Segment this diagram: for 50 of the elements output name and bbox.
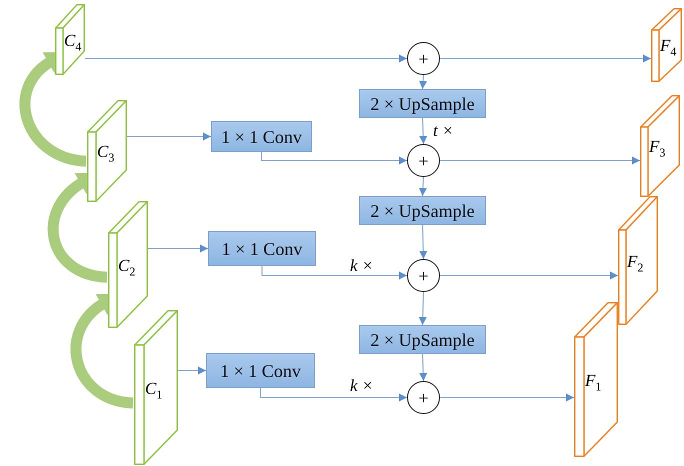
arrow [148, 244, 208, 252]
arrow [418, 292, 427, 326]
plus-sign: + [418, 266, 429, 284]
arrow [419, 118, 428, 144]
curved-arrow [70, 292, 134, 408]
sum-circle [407, 144, 440, 177]
plate-label: C$_{3}$ [97, 143, 114, 164]
sum-circle [407, 381, 440, 414]
arrow [440, 394, 574, 402]
plate-label: F$_{4}$ [660, 37, 676, 58]
plus-sign: + [418, 50, 429, 68]
plus-sign: + [418, 388, 429, 406]
edge-label: k × [349, 257, 374, 274]
arrow [440, 54, 651, 62]
plate-label: F$_{1}$ [585, 372, 602, 392]
plate-label: C$_{1}$ [145, 380, 162, 400]
arrow [260, 152, 407, 164]
arrow [419, 74, 428, 90]
plate-label: C$_{2}$ [118, 256, 136, 277]
operation-box [359, 89, 486, 118]
operation-label: 2 × UpSample [370, 202, 475, 220]
operation-box [208, 231, 316, 266]
arrow [178, 366, 206, 374]
arrow [419, 354, 428, 382]
sum-circle [407, 42, 440, 75]
operation-box [211, 121, 312, 152]
arrow [419, 224, 428, 260]
operation-label: 2 × UpSample [370, 330, 475, 348]
plate-label: C$_{4}$ [64, 32, 82, 52]
curved-arrow [20, 50, 87, 167]
curved-arrow [48, 171, 108, 283]
operation-box [359, 196, 486, 225]
arrow [85, 54, 407, 62]
operation-label: 2 × UpSample [370, 94, 475, 112]
operation-box [359, 325, 486, 354]
arrow [127, 132, 211, 140]
arrow [440, 272, 618, 280]
edge-label: k × [349, 377, 374, 394]
operation-label: 1 × 1 Conv [222, 240, 302, 258]
sum-circle [407, 259, 440, 292]
operation-label: 1 × 1 Conv [221, 128, 302, 146]
arrow [261, 266, 407, 280]
operation-label: 1 × 1 Conv [220, 362, 301, 380]
operation-box [206, 353, 315, 388]
plate-label: F$_{2}$ [627, 252, 644, 273]
plate-label: F$_{3}$ [649, 138, 666, 158]
arrow [440, 156, 640, 164]
arrow [260, 388, 407, 402]
arrow [418, 176, 427, 196]
plus-sign: + [418, 152, 429, 170]
